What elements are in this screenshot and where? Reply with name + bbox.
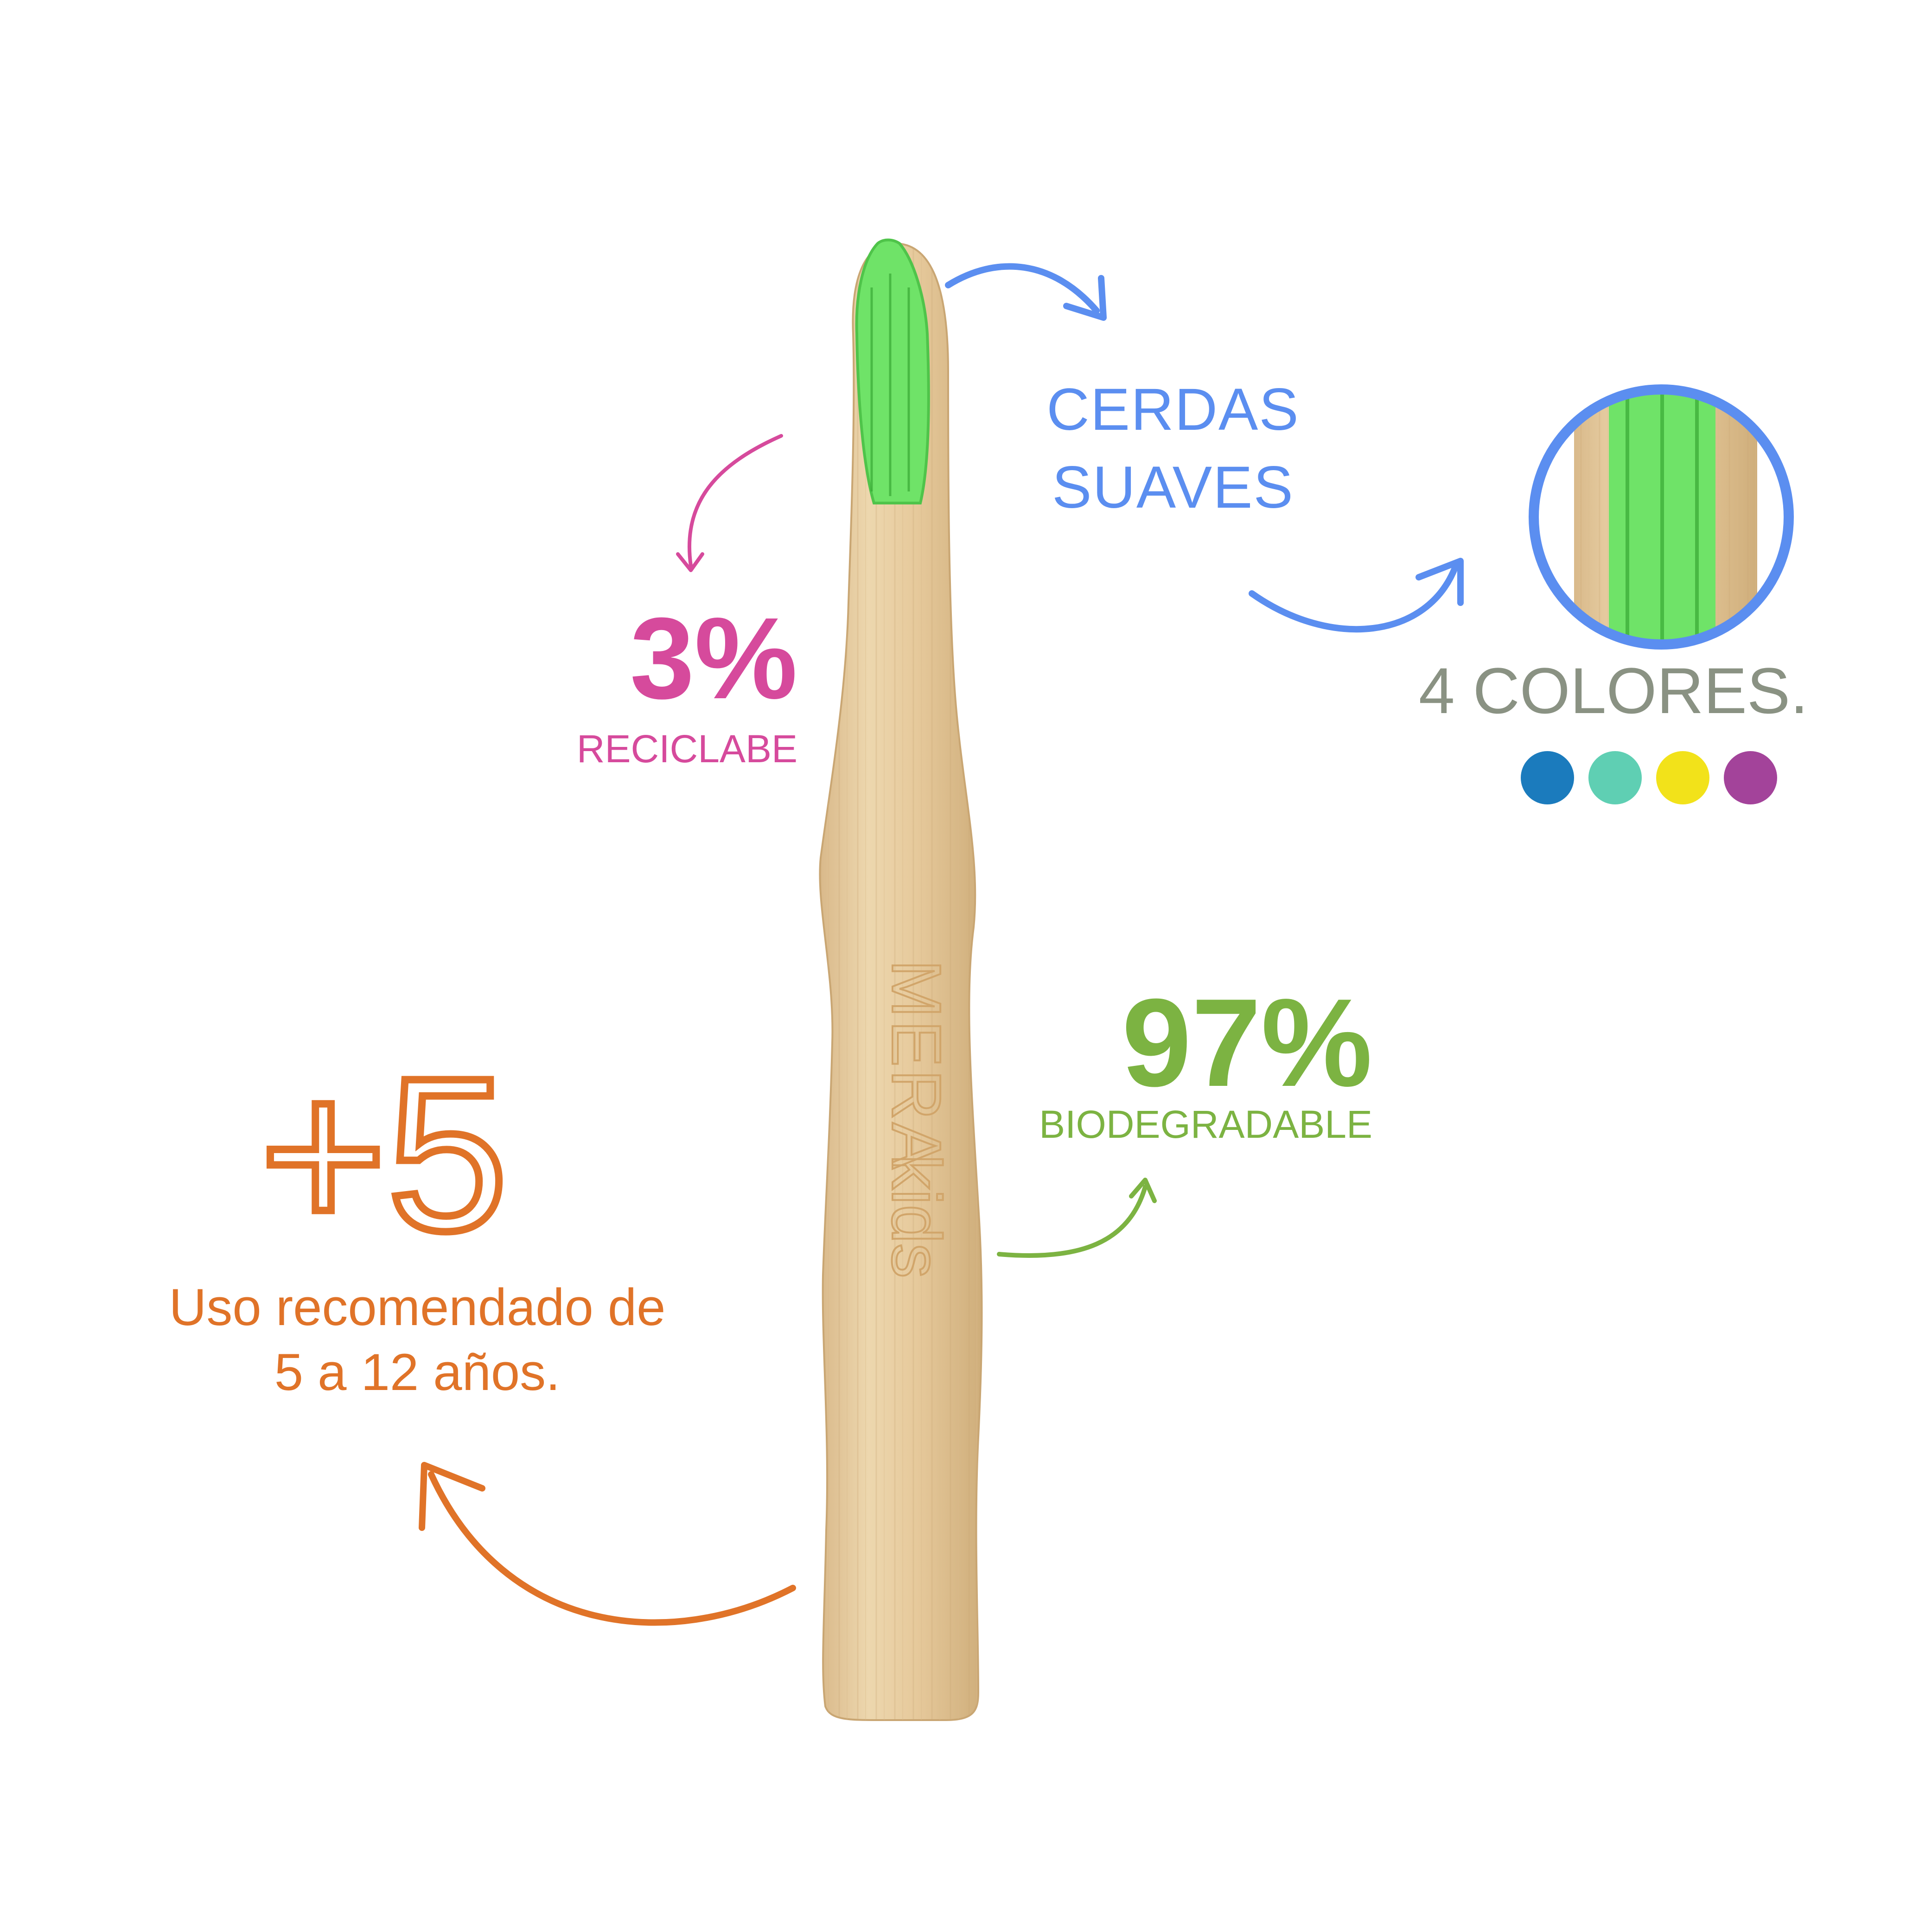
- age-line2: 5 a 12 años.: [274, 1343, 561, 1401]
- bristle-closeup: [1529, 384, 1794, 650]
- svg-text:kids: kids: [878, 1154, 956, 1278]
- bristles-line2: SUAVES: [1052, 454, 1294, 521]
- brand-engraving: MERA: [878, 960, 956, 1172]
- toothbrush-image: MERA kids: [819, 238, 983, 1721]
- recyclable-label: RECICLABE: [576, 727, 797, 771]
- colors-label: 4 COLORES.: [1418, 654, 1809, 727]
- color-swatch-teal[interactable]: [1588, 751, 1642, 804]
- arrow-zoom-icon: [1249, 558, 1464, 633]
- age-recommendation: Uso recomendado de 5 a 12 años.: [93, 1275, 742, 1405]
- arrow-recyclable-icon: [676, 434, 783, 572]
- color-swatch-blue[interactable]: [1521, 751, 1574, 804]
- biodegradable-label: BIODEGRADABLE: [1039, 1103, 1372, 1146]
- color-swatch-yellow[interactable]: [1656, 751, 1709, 804]
- biodegradable-percent: 97%: [1122, 973, 1372, 1113]
- arrow-biodegradable-icon: [997, 1178, 1157, 1258]
- bristles-line1: CERDAS: [1046, 376, 1300, 443]
- age-badge: +5: [256, 1033, 512, 1276]
- bristles-feature: CERDAS SUAVES: [1011, 371, 1335, 527]
- color-swatches: [1521, 751, 1780, 807]
- recyclable-percent: 3%: [630, 593, 797, 723]
- age-line1: Uso recomendado de: [169, 1278, 666, 1336]
- color-swatch-purple[interactable]: [1724, 751, 1777, 804]
- arrow-bristles-icon: [945, 263, 1107, 321]
- arrow-age-icon: [419, 1462, 796, 1626]
